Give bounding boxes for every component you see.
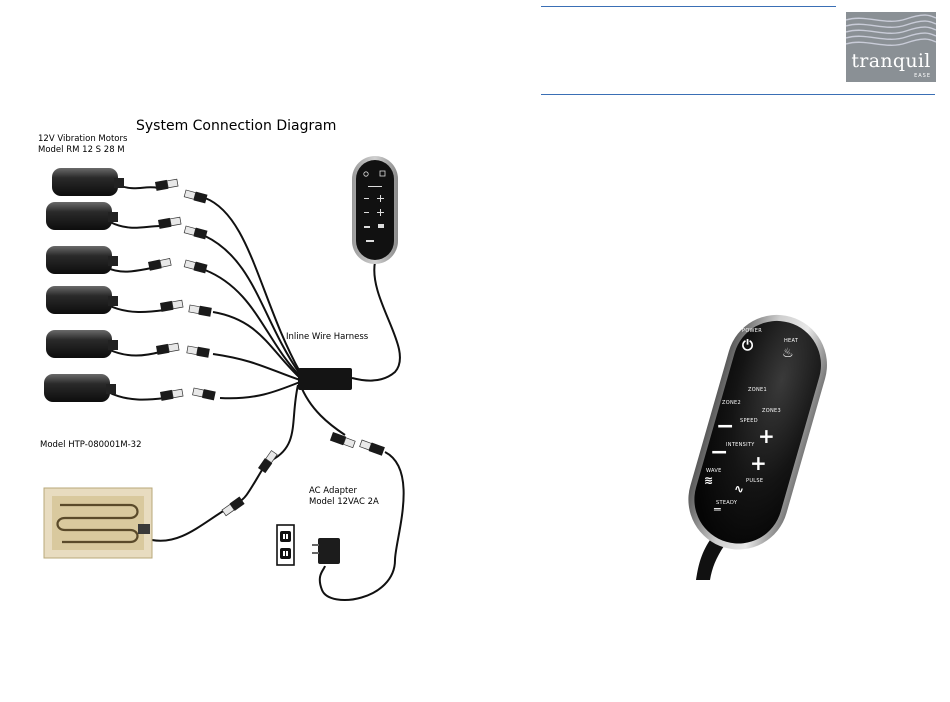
intensity-minus-icon: − (710, 440, 728, 465)
remote-small (352, 156, 398, 264)
remote-cable (352, 262, 400, 381)
intensity-plus-icon: + (750, 451, 767, 475)
header-rule-bottom (541, 94, 935, 95)
remote-pulse-label: PULSE (746, 478, 763, 484)
remote-zone3-label: ZONE3 (762, 408, 781, 414)
remote-zone2-label: ZONE2 (722, 400, 741, 406)
logo-subtext: EASE (914, 73, 931, 79)
tranquil-ease-logo: tranquil EASE (846, 12, 936, 82)
remote-intensity-label: INTENSITY (726, 442, 755, 448)
remote-heat-label: HEAT (784, 338, 798, 344)
pulse-icon: ∿ (734, 482, 744, 496)
heat-icon: ♨ (782, 346, 794, 361)
logo-wordmark: tranquil (846, 50, 936, 72)
wall-outlet (277, 525, 294, 565)
motor-wires (205, 198, 300, 398)
connection-diagram (0, 0, 540, 620)
remote-power-label: POWER (742, 328, 762, 334)
heat-pad-wire (272, 385, 298, 460)
steady-icon: ═ (714, 503, 721, 516)
inline-harness-box (298, 368, 352, 390)
adapter-wire (300, 384, 345, 435)
remote-speed-label: SPEED (740, 418, 758, 424)
motor-connectors (148, 178, 385, 516)
speed-minus-icon: − (716, 414, 734, 439)
remote-zone1-label: ZONE1 (748, 387, 767, 393)
heat-pad (44, 488, 152, 558)
header-rule-top (541, 6, 836, 7)
wave-icon: ≋ (704, 474, 713, 487)
wave-lines-icon (846, 12, 936, 52)
speed-plus-icon: + (758, 424, 775, 448)
power-icon: ⏻ (742, 338, 753, 354)
ac-adapter (312, 538, 340, 564)
vibration-motors (44, 168, 124, 402)
